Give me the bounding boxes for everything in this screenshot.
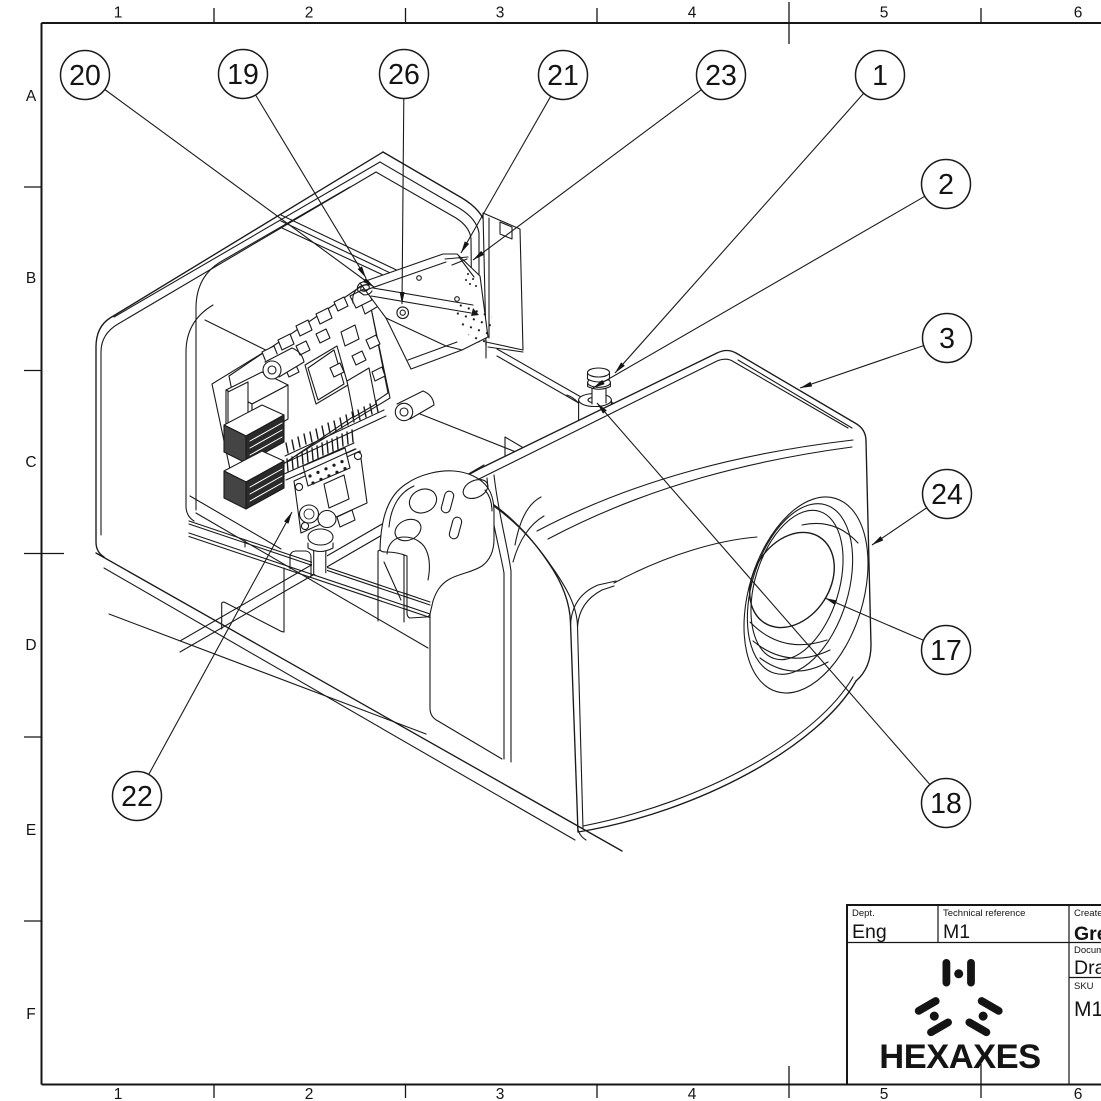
svg-text:B: B [26,270,36,287]
svg-text:5: 5 [880,5,889,22]
svg-text:3: 3 [496,1086,505,1101]
svg-text:22: 22 [121,781,153,813]
svg-text:4: 4 [688,1086,697,1101]
svg-text:23: 23 [705,60,737,92]
svg-text:2: 2 [305,5,314,22]
svg-text:21: 21 [547,60,579,92]
svg-text:2: 2 [938,169,954,201]
svg-text:C: C [25,454,36,471]
svg-text:Gregor: Gregor [1074,923,1101,945]
svg-text:M1-001: M1-001 [1074,998,1101,1021]
svg-text:24: 24 [931,479,963,511]
svg-text:Dept.: Dept. [852,908,875,919]
svg-text:M1: M1 [943,921,970,943]
svg-text:SKU: SKU [1074,981,1094,992]
svg-text:Technical reference: Technical reference [943,908,1025,919]
svg-text:3: 3 [939,323,955,355]
svg-text:1: 1 [872,60,888,92]
svg-text:2: 2 [305,1086,314,1101]
svg-text:5: 5 [880,1086,889,1101]
svg-text:26: 26 [388,59,420,91]
svg-text:A: A [26,88,37,105]
svg-text:18: 18 [930,788,962,820]
svg-text:E: E [26,822,36,839]
svg-text:6: 6 [1074,5,1083,22]
svg-text:17: 17 [930,635,962,667]
svg-text:1: 1 [114,1086,123,1101]
svg-text:Eng: Eng [852,921,887,943]
svg-text:1: 1 [114,5,123,22]
svg-text:Document type: Document type [1074,945,1101,956]
svg-text:19: 19 [227,59,259,91]
svg-text:4: 4 [688,5,697,22]
svg-text:F: F [26,1006,35,1023]
svg-text:D: D [25,637,36,654]
svg-text:HEXAXES: HEXAXES [879,1038,1040,1076]
svg-text:6: 6 [1074,1086,1083,1101]
svg-text:20: 20 [69,60,101,92]
svg-text:Created by: Created by [1074,908,1101,919]
svg-text:3: 3 [496,5,505,22]
svg-text:Drawing: Drawing [1074,957,1101,979]
